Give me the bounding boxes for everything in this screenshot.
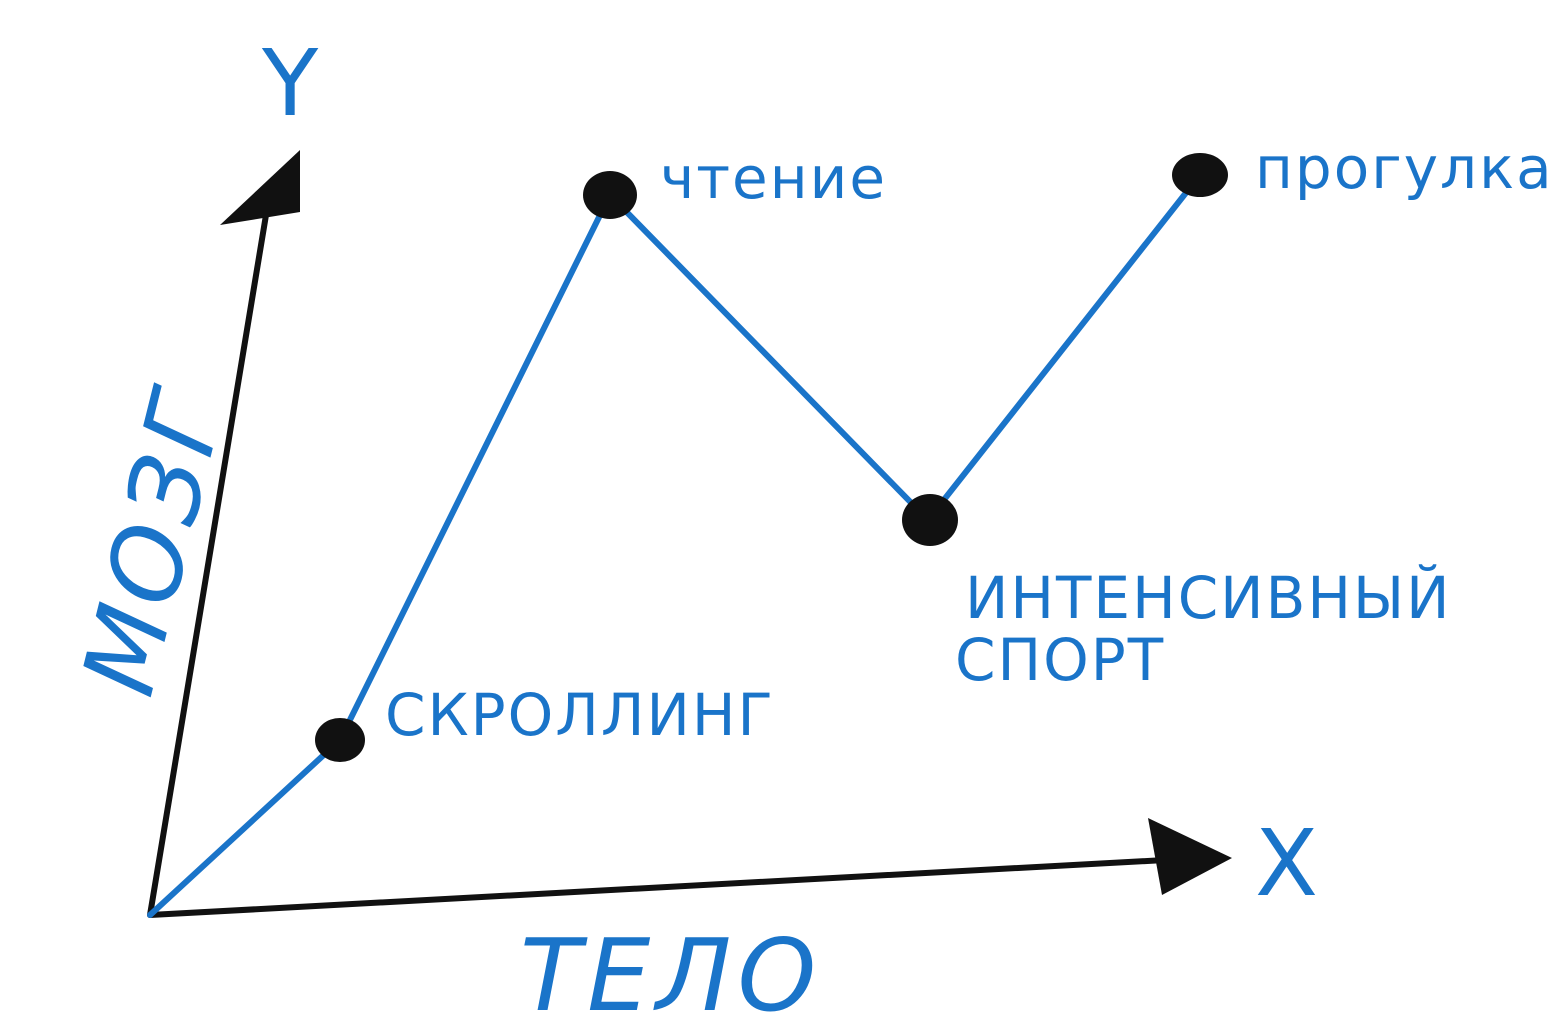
point-reading-label: чтение: [660, 144, 887, 212]
point-sport-dot: [902, 494, 958, 546]
point-walk-dot: [1172, 153, 1228, 197]
point-scrolling-label: СКРОЛЛИНГ: [385, 681, 775, 749]
y-axis-line: [147, 212, 269, 918]
point-sport-label-line1: ИНТЕНСИВНЫЙ: [965, 563, 1452, 632]
point-reading-dot: [583, 171, 637, 219]
point-sport-label-line2: СПОРТ: [955, 626, 1165, 694]
x-axis-title: ТЕЛО: [520, 917, 822, 1033]
y-axis-arrowhead: [220, 150, 300, 225]
x-axis-letter: X: [1255, 810, 1318, 917]
point-walk-label: прогулка: [1255, 134, 1554, 202]
connecting-path: [147, 172, 1203, 918]
x-axis-line: [147, 857, 1168, 918]
y-axis-title: МОЗГ: [60, 377, 249, 706]
x-axis-arrowhead: [1148, 818, 1232, 895]
point-scrolling-dot: [315, 718, 365, 762]
y-axis-letter: Y: [261, 30, 319, 137]
